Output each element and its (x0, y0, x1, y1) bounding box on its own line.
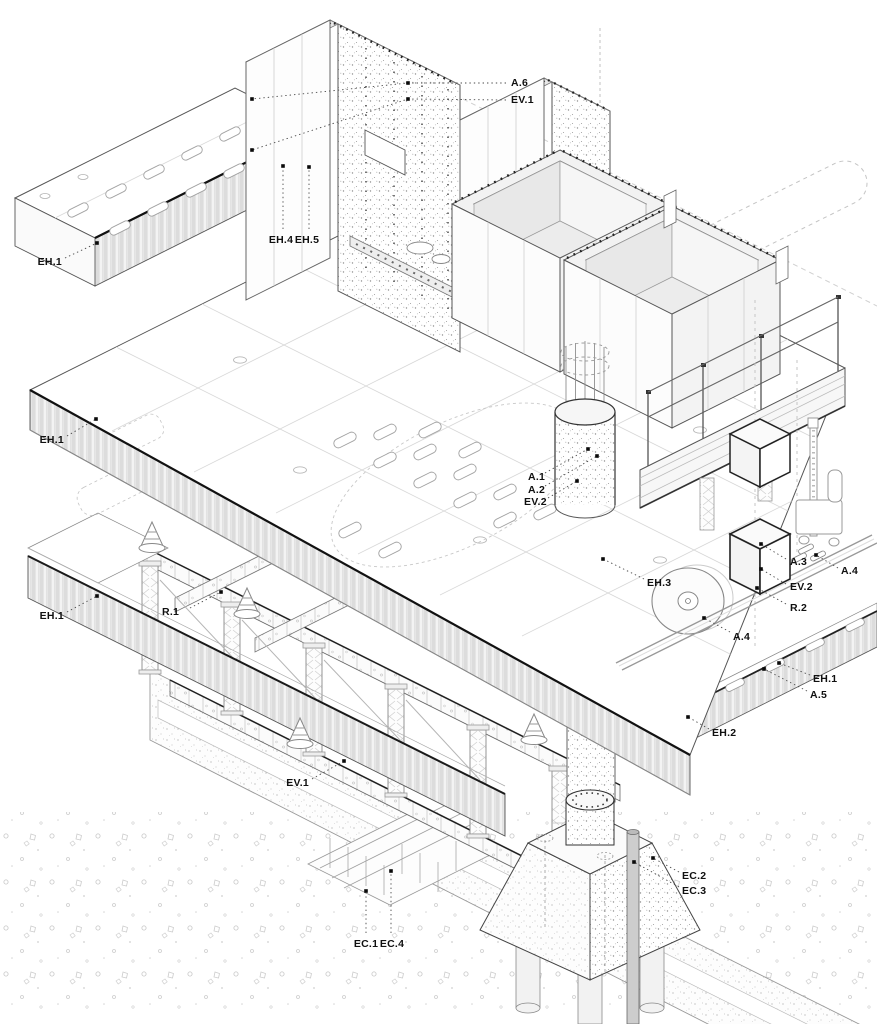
callout-dot (95, 241, 99, 245)
pipe-rail (621, 542, 877, 671)
pile-cap (479, 789, 701, 1024)
callout-dot (759, 567, 763, 571)
callout-leader-layer (64, 81, 839, 933)
callout-leader (547, 480, 578, 499)
column-stub (565, 789, 615, 846)
callout-dot (755, 586, 759, 590)
pipe-rail (615, 534, 873, 664)
material-bin-lower (728, 518, 792, 596)
callout-dot (95, 594, 99, 598)
material-bin-upper (728, 418, 792, 489)
callout-leader (66, 418, 97, 437)
callout-leader (760, 543, 787, 560)
callout-dot (702, 616, 706, 620)
callout-dot (250, 148, 254, 152)
callout-dot (762, 667, 766, 671)
callout-dot (686, 715, 690, 719)
callout-dot (406, 97, 410, 101)
deck-slot-field (330, 402, 580, 568)
callout-leader (778, 662, 811, 676)
site-equipment (615, 300, 877, 671)
concrete-column-cylinder (554, 341, 616, 519)
formwork-panel-left (245, 19, 331, 301)
callout-dot (281, 164, 285, 168)
callout-dot (250, 97, 254, 101)
callout-leader (602, 558, 645, 580)
traffic-cone (520, 713, 548, 745)
callout-dot (651, 856, 655, 860)
callout-dot (307, 165, 311, 169)
callout-dot (406, 81, 410, 85)
callout-leader (703, 617, 731, 633)
ground-plank-edge-left (27, 512, 506, 837)
callout-dot (389, 869, 393, 873)
callout-leader (64, 242, 98, 259)
callout-leader (311, 760, 345, 780)
callout-dot (575, 479, 579, 483)
formwork-boxes (406, 148, 789, 430)
callout-dot (632, 860, 636, 864)
callout-leader (652, 857, 680, 873)
callout-dot (342, 759, 346, 763)
callout-leader (763, 668, 808, 692)
callout-leader (544, 455, 598, 487)
callout-leader (756, 587, 787, 605)
callout-dot (814, 553, 818, 557)
callout-leader (66, 595, 98, 613)
callout-leader (760, 568, 787, 585)
callout-dot (364, 889, 368, 893)
callout-dot (759, 542, 763, 546)
callout-dot (94, 417, 98, 421)
callout-dot (777, 661, 781, 665)
callout-dot (595, 454, 599, 458)
wall-opening (364, 129, 406, 176)
callout-dot (601, 557, 605, 561)
drill-rig (795, 417, 843, 547)
callout-dot (586, 447, 590, 451)
callout-dot (219, 590, 223, 594)
